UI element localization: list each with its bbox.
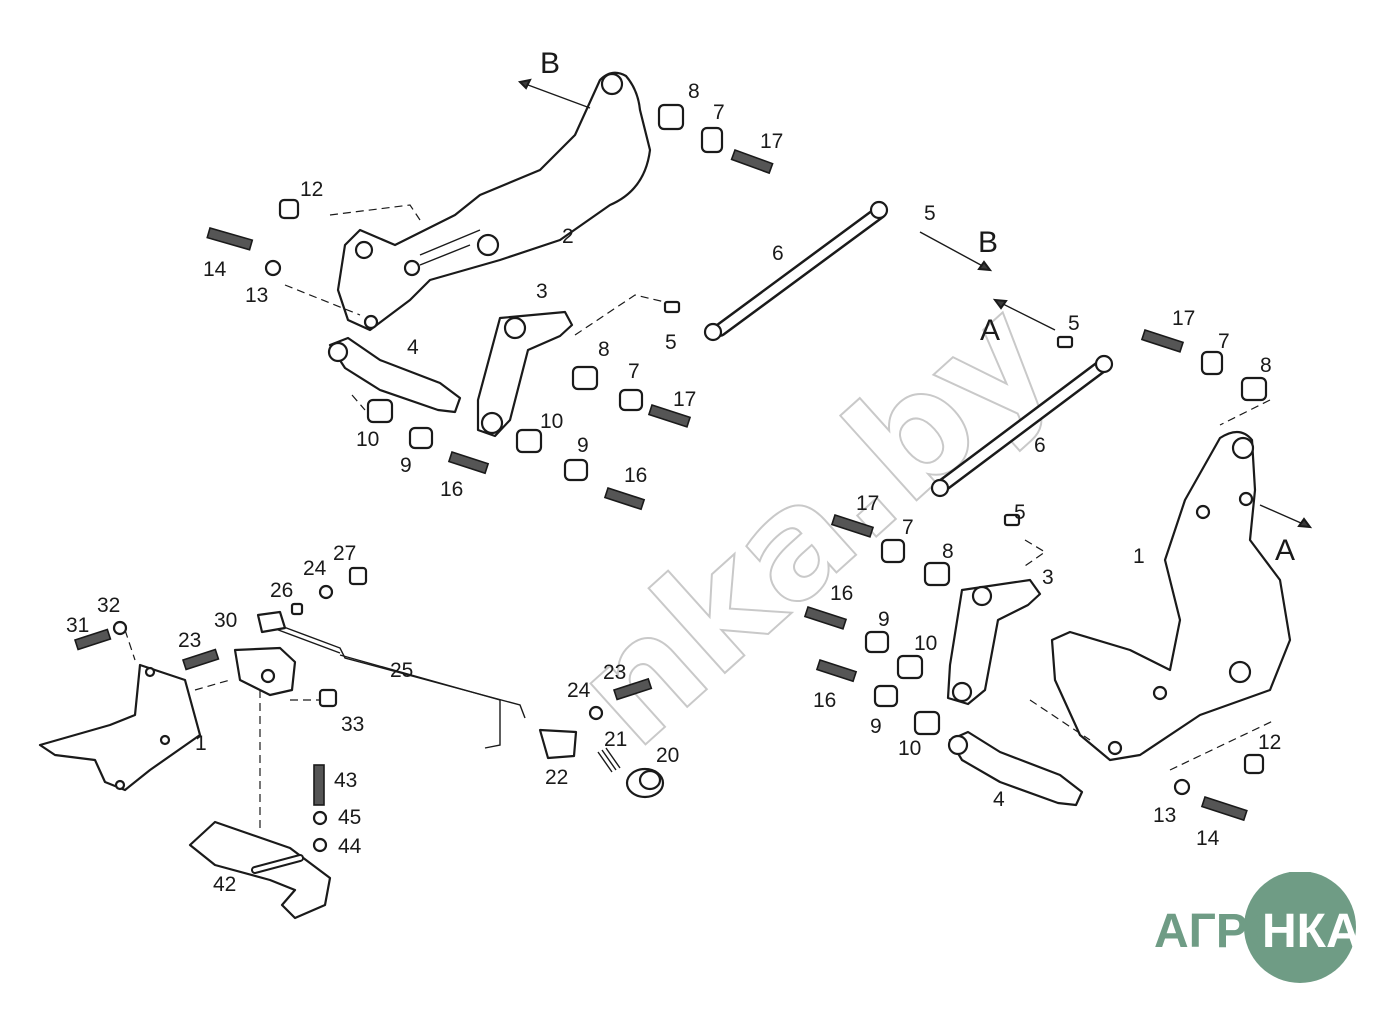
- callout: 3: [536, 280, 548, 303]
- callout: 6: [1034, 434, 1046, 457]
- arrow-label: A: [980, 314, 1000, 347]
- callout: 33: [341, 713, 364, 736]
- callout: 5: [1068, 312, 1080, 335]
- callout: 17: [760, 130, 783, 153]
- callout: 1: [1133, 545, 1145, 568]
- callout: 24: [567, 679, 591, 702]
- callout: 8: [688, 80, 700, 103]
- callout: 10: [356, 428, 379, 451]
- callout: 30: [214, 609, 237, 632]
- logo-text-nka: НКА: [1262, 905, 1361, 958]
- callout: 21: [604, 728, 627, 751]
- callout: 7: [713, 101, 725, 124]
- callout: 23: [603, 661, 626, 684]
- callout: 45: [338, 806, 361, 829]
- callout: 9: [878, 608, 890, 631]
- bottom-assembly: [38, 566, 665, 920]
- callout: 16: [813, 689, 836, 712]
- callout: 13: [245, 284, 268, 307]
- callout: 7: [628, 360, 640, 383]
- callout: 5: [665, 331, 677, 354]
- callout: 25: [390, 659, 413, 682]
- right-assembly: [803, 298, 1313, 822]
- callout: 4: [407, 336, 419, 359]
- top-assembly: [206, 71, 993, 511]
- callout: 5: [924, 202, 936, 225]
- callout: 42: [213, 873, 236, 896]
- callout: 10: [898, 737, 921, 760]
- callout: 5: [1014, 501, 1026, 524]
- callout: 10: [914, 632, 937, 655]
- arrow-label: B: [978, 226, 998, 259]
- callout: 14: [203, 258, 227, 281]
- agronka-logo: АГРО НКА: [1154, 872, 1361, 983]
- callout: 20: [656, 744, 679, 767]
- callout: 16: [440, 478, 463, 501]
- callout: 26: [270, 579, 293, 602]
- callout: 8: [598, 338, 610, 361]
- callout: 9: [400, 454, 412, 477]
- callout: 4: [993, 788, 1005, 811]
- callout: 3: [1042, 566, 1054, 589]
- callout: 13: [1153, 804, 1176, 827]
- callout: 24: [303, 557, 327, 580]
- callout: 2: [562, 225, 574, 248]
- callouts: 8 7 17 12 2 14 13 5 6 3 5 4 8 7 17 10 9 …: [66, 80, 1281, 896]
- callout: 17: [856, 492, 879, 515]
- callout: 44: [338, 835, 362, 858]
- arrow-label: B: [540, 47, 560, 80]
- callout: 9: [870, 715, 882, 738]
- callout: 32: [97, 594, 120, 617]
- arrow-label: A: [1275, 534, 1295, 567]
- callout: 17: [1172, 307, 1195, 330]
- callout: 8: [1260, 354, 1272, 377]
- callout: 16: [830, 582, 853, 605]
- callout: 17: [673, 388, 696, 411]
- callout: 1: [195, 732, 207, 755]
- callout: 6: [772, 242, 784, 265]
- callout: 14: [1196, 827, 1220, 850]
- callout: 8: [942, 540, 954, 563]
- callout: 23: [178, 629, 201, 652]
- logo-text-agro: АГРО: [1154, 905, 1285, 958]
- callout: 9: [577, 434, 589, 457]
- callout: 16: [624, 464, 647, 487]
- callout: 27: [333, 542, 356, 565]
- callout: 7: [902, 516, 914, 539]
- callout: 12: [300, 178, 323, 201]
- callout: 10: [540, 410, 563, 433]
- callout: 31: [66, 614, 89, 637]
- callout: 7: [1218, 330, 1230, 353]
- callout: 22: [545, 766, 568, 789]
- callout: 43: [334, 769, 357, 792]
- callout: 12: [1258, 731, 1281, 754]
